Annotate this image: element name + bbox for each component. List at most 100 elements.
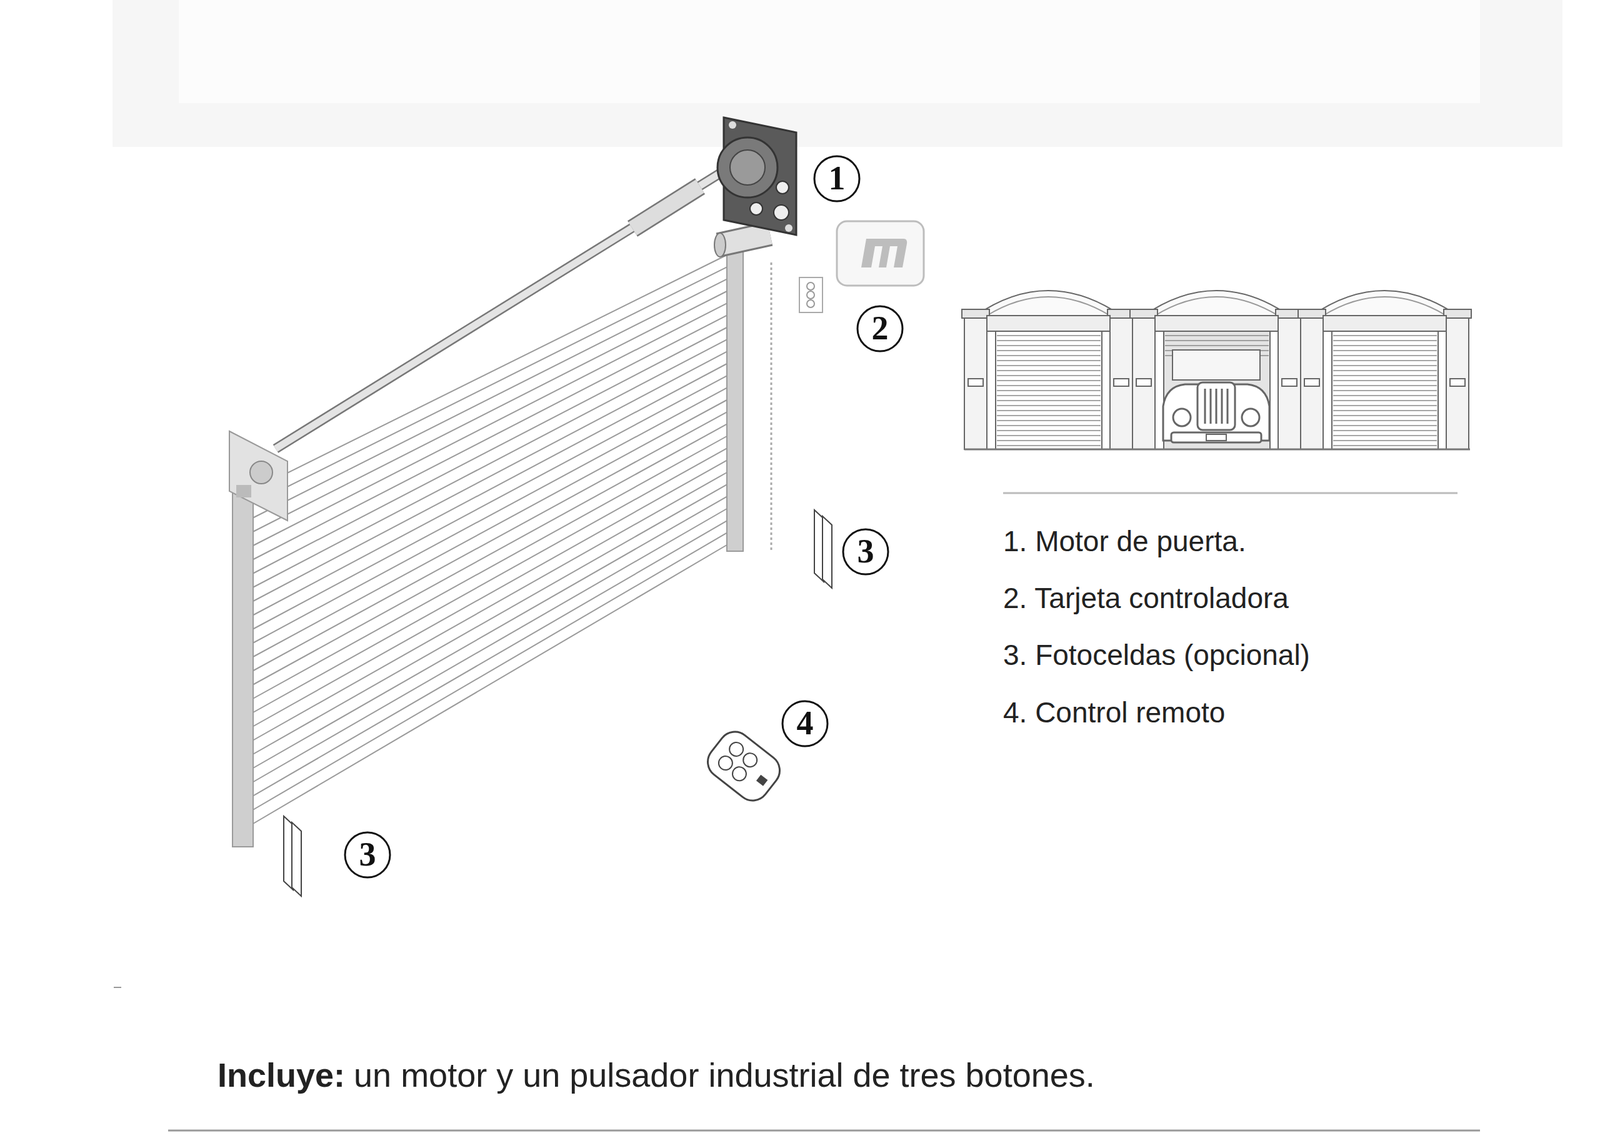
truck-bumper [1171,432,1262,443]
door-line [1333,365,1437,367]
door-line [1333,375,1437,377]
top-band [112,0,1563,147]
door-line [1333,380,1437,382]
door-line [996,350,1101,352]
door-slat [253,400,727,657]
truck-grill [1197,382,1235,430]
door-line [996,420,1101,422]
pillar-cap [1443,309,1472,319]
door-line [1333,425,1437,427]
door-line [996,430,1101,432]
door-line [996,395,1101,397]
door-line [1333,430,1437,432]
door-line [996,440,1101,442]
door-slat [253,533,727,810]
garage-pillar [1300,315,1324,450]
door-slat [253,436,727,699]
grill-bar [1226,388,1229,424]
garage-pillar [1110,315,1133,450]
door-line [996,390,1101,392]
door-line [1333,355,1437,357]
door-line [1333,400,1437,402]
shaft-outline [275,173,720,449]
grill-bar [1221,388,1224,424]
motor-hub [730,150,765,185]
door-line [1165,345,1269,347]
garage-pillar [1446,315,1469,450]
door-line [996,425,1101,427]
door-line [1333,410,1437,412]
garage-handle [968,378,984,387]
push-button [799,277,823,313]
callout-number: 1 [811,159,862,197]
door-line [996,345,1101,347]
door-line [996,385,1101,387]
note-heading: Incluye: [217,1056,345,1094]
left-rail [232,490,254,847]
door-line [996,400,1101,402]
shaft [275,173,720,449]
door-slat [253,351,727,602]
door-line [1333,445,1437,447]
legend-item-text: 4. Control remoto [1003,695,1225,730]
drum-outline [718,233,770,245]
controller-card [836,221,924,286]
ground-line [964,448,1470,451]
door-line [1333,360,1437,362]
garage-pillar [1278,315,1301,450]
door-slat [253,484,727,754]
grill-bar [1215,388,1218,424]
garage-arch [1143,290,1290,316]
pillar-cap [1298,309,1326,319]
garage-arch [1311,290,1458,316]
garage-handle [1281,378,1297,387]
door-slat [253,315,727,560]
grill-bar [1210,388,1212,424]
garage-handle [1450,378,1465,387]
button [806,291,815,299]
door-line [996,380,1101,382]
garage-handle [1136,378,1152,387]
top-band-inner [178,0,1480,104]
motor-bolt [776,181,789,194]
garage-arch-inner [1155,296,1279,316]
legend-item-text: 1. Motor de puerta. [1003,523,1247,559]
remote-button [715,753,735,774]
stray-mark [113,986,122,989]
separator-line [1003,492,1458,495]
door-line [1333,390,1437,392]
door-line [1333,345,1437,347]
door-line [996,375,1101,377]
garage-header [986,315,1110,332]
door-line [996,365,1101,367]
remote-body [701,725,787,808]
garage-header [1155,315,1279,332]
door-line [1333,415,1437,417]
door-line [1165,335,1269,337]
garage-arch-inner [986,296,1110,316]
door-line [1333,340,1437,342]
door-line [1333,350,1437,352]
door-slat [253,388,727,644]
includes-note: Incluye:un motor y un pulsador industria… [217,1054,1095,1096]
grill-bar [1204,388,1207,424]
door-line [1333,370,1437,372]
door-line [996,405,1101,407]
photocell [291,822,302,897]
truck-plate [1206,434,1227,441]
pillar-cap [961,309,990,319]
drum-end [714,233,726,257]
callout-number: 2 [855,309,905,347]
door-line [1333,335,1437,337]
rail-cap [236,485,252,498]
button [806,300,815,308]
brand-logo [861,238,907,268]
motor-plate [723,117,797,235]
door-line [996,360,1101,362]
remote-button [730,764,750,784]
left-hub [250,461,273,484]
photocell [822,516,832,589]
door-line [996,435,1101,437]
legend-item-text: 2. Tarjeta controladora [1003,580,1289,616]
